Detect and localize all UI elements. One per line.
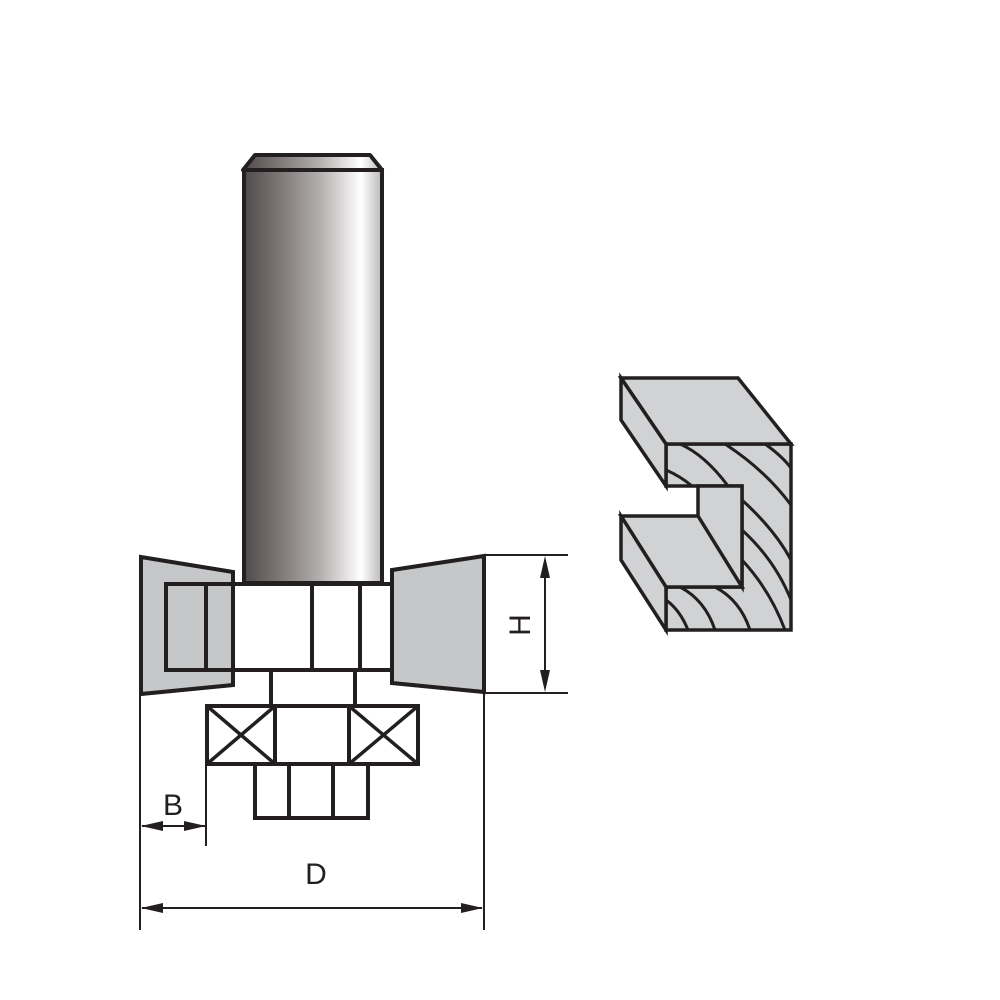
arrow-right-icon (461, 903, 483, 913)
wood-profile (617, 372, 795, 636)
shank-chamfer (241, 153, 384, 172)
arrow-left-icon (141, 903, 163, 913)
arrow-up-icon (540, 556, 550, 578)
shank-cylinder (242, 168, 384, 585)
label-h: H (504, 614, 537, 636)
arrow-down-icon (540, 670, 550, 692)
arrow-right-icon (184, 821, 206, 831)
retaining-nut (253, 762, 370, 820)
cutter-body (231, 582, 394, 672)
bearing (205, 704, 420, 766)
arrow-left-icon (141, 821, 163, 831)
wood-grain (665, 442, 793, 631)
dimension-h: H (484, 554, 568, 694)
label-d: D (305, 858, 327, 891)
right-cutter-wing (390, 553, 486, 695)
dimension-b: B (141, 764, 207, 846)
label-b: B (163, 789, 183, 822)
left-cutter-wing (139, 554, 235, 697)
profile-top-left-face (619, 372, 668, 492)
profile-bottom-left-face (619, 509, 668, 636)
shank (241, 153, 384, 585)
dimension-d: D (139, 692, 485, 930)
neck (269, 668, 357, 708)
